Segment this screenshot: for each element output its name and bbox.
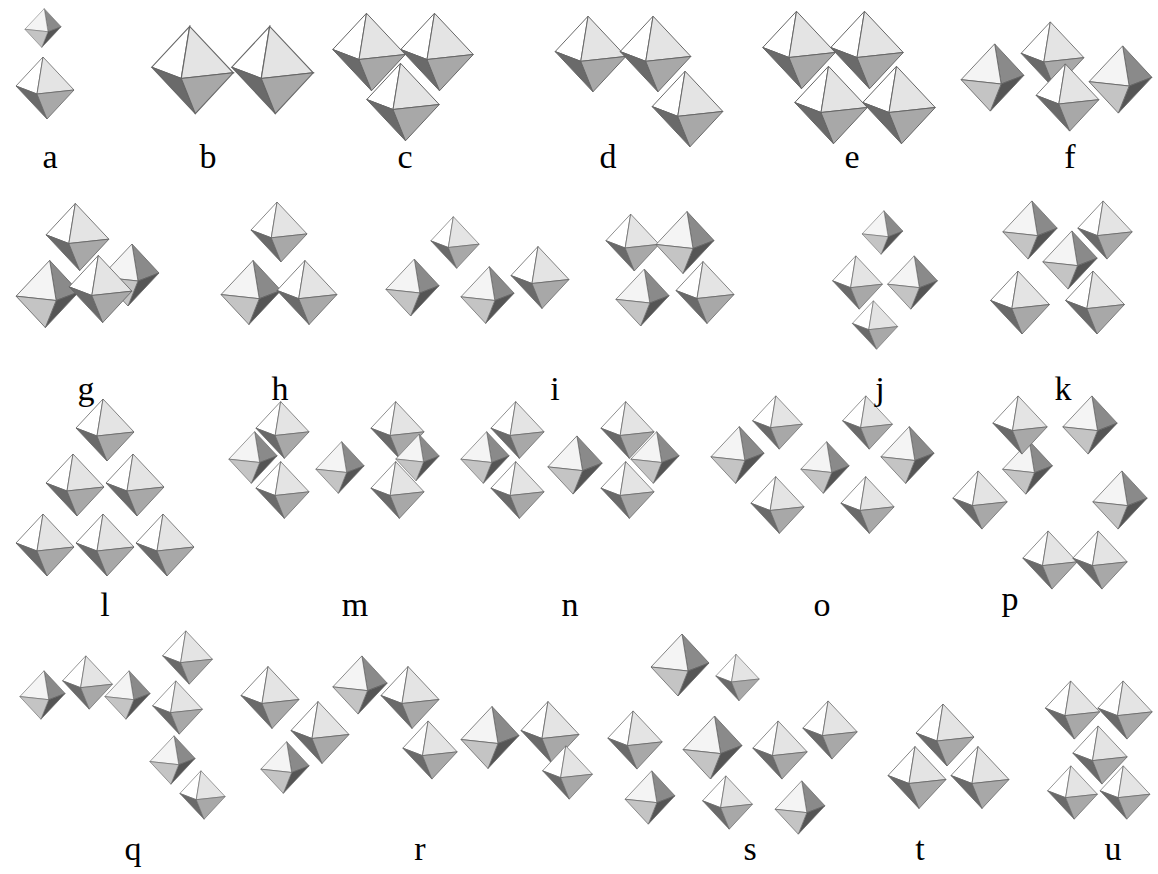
cluster-k (991, 201, 1133, 334)
figure-letter: m (342, 588, 368, 622)
cluster-f (961, 22, 1152, 131)
cluster-i (386, 212, 734, 326)
cluster-b (152, 26, 314, 113)
figure-letter: k (1055, 372, 1072, 406)
figure-letter: f (1064, 140, 1075, 174)
cluster-r (241, 656, 592, 799)
figure-letter: e (844, 140, 859, 174)
figure-letter: d (600, 140, 617, 174)
cluster-d (555, 16, 723, 147)
cluster-t (888, 704, 1009, 809)
cluster-l (16, 399, 194, 576)
cluster-g (16, 203, 159, 327)
cluster-p (953, 396, 1147, 589)
cluster-h (221, 202, 337, 324)
cluster-n (461, 402, 679, 519)
figure-letter: b (200, 140, 217, 174)
cluster-a (16, 9, 74, 119)
figure-letter: c (397, 140, 412, 174)
cluster-m (229, 402, 439, 519)
cluster-j (833, 211, 938, 350)
figure-letter: j (875, 372, 884, 406)
figure-letter: s (743, 832, 756, 866)
cluster-q (20, 631, 225, 819)
figure-letter: r (414, 832, 425, 866)
figure-letter: l (100, 588, 109, 622)
cluster-u (1045, 681, 1152, 819)
figure-letter: a (42, 140, 57, 174)
figure-letter: p (1002, 582, 1019, 616)
figure-letter: g (78, 372, 95, 406)
cluster-e (763, 11, 936, 144)
figure-letter: q (125, 832, 142, 866)
cluster-c (333, 13, 474, 141)
figure-letter: n (562, 588, 579, 622)
cluster-o (711, 396, 934, 534)
figure-letter: u (1105, 832, 1122, 866)
figure-letter: h (272, 372, 289, 406)
figure-letter: o (814, 588, 831, 622)
cluster-s (608, 634, 857, 834)
figure-letter: t (915, 832, 924, 866)
figure-letter: i (550, 372, 559, 406)
